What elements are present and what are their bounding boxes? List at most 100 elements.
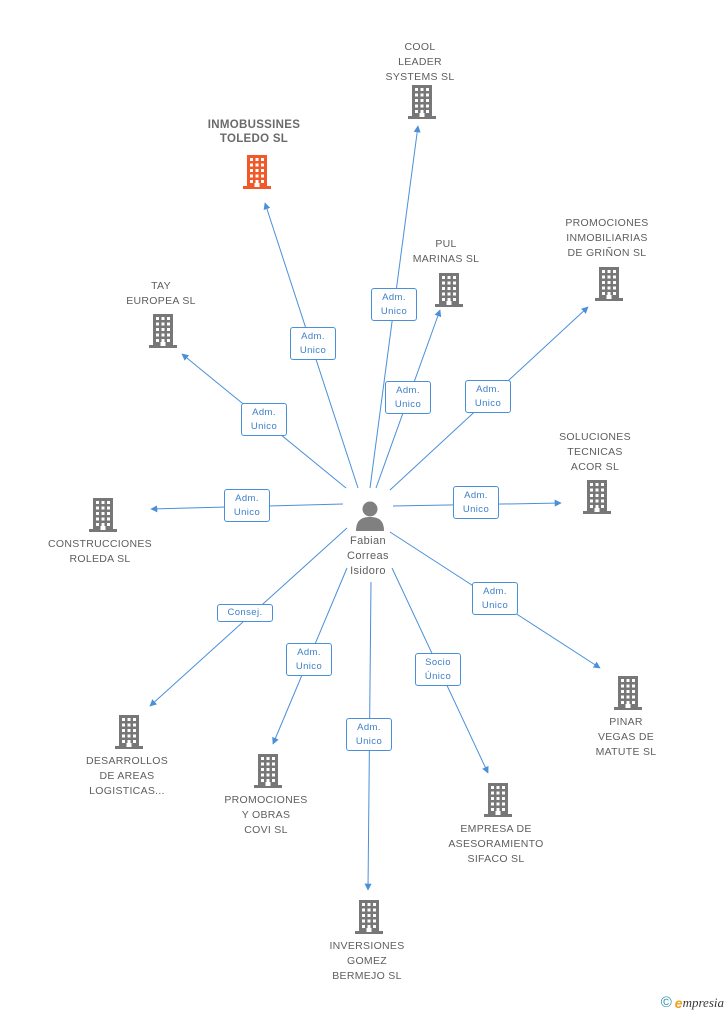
role-text: Adm. — [483, 585, 507, 597]
company-node-empresa[interactable] — [482, 783, 514, 817]
role-badge-promociones_covi[interactable]: Adm. Unico — [286, 642, 332, 676]
building-icon — [484, 783, 512, 817]
company-node-promociones_covi[interactable] — [252, 754, 284, 788]
role-text: Adm. — [301, 330, 325, 342]
role-text: Unico — [380, 305, 408, 317]
role-text: Unico — [355, 735, 383, 747]
company-name-line: ASESORAMIENTO — [448, 838, 544, 850]
building-icon — [408, 85, 436, 119]
company-name-empresa[interactable]: EMPRESA DE ASESORAMIENTO SIFACO SL — [426, 822, 566, 867]
company-name-construcciones[interactable]: CONSTRUCCIONES ROLEDA SL — [30, 537, 170, 567]
company-name-line: PROMOCIONES — [224, 794, 308, 806]
company-name-line: TOLEDO SL — [219, 133, 289, 145]
company-name-line: VEGAS DE — [597, 731, 655, 743]
brand-logo-initial: e — [674, 994, 683, 1011]
role-text: Unico — [394, 398, 422, 410]
role-text: Adm. — [382, 291, 406, 303]
footer-brand[interactable]: © e mpresia — [661, 994, 724, 1011]
company-name-line: GOMEZ — [346, 955, 387, 967]
company-name-line: Y OBRAS — [241, 809, 291, 821]
company-node-tay[interactable] — [147, 314, 179, 348]
role-text: Consej. — [227, 607, 263, 618]
company-name-promociones_covi[interactable]: PROMOCIONES Y OBRAS COVI SL — [196, 793, 336, 838]
company-name-line: TAY — [151, 280, 171, 292]
company-node-promociones_grinon[interactable] — [593, 267, 625, 301]
company-name-tay[interactable]: TAY EUROPEA SL — [91, 279, 231, 309]
role-text: Adm. — [235, 492, 259, 504]
building-icon — [614, 676, 642, 710]
person-name-line: Fabian — [349, 535, 387, 547]
role-text: Unico — [299, 344, 327, 356]
company-name-line: TECNICAS — [567, 446, 623, 458]
building-icon — [243, 155, 271, 189]
company-node-cool[interactable] — [406, 85, 438, 119]
role-badge-pinar[interactable]: Adm. Unico — [472, 581, 518, 615]
building-icon — [89, 498, 117, 532]
role-text: Adm. — [252, 406, 276, 418]
building-icon — [115, 715, 143, 749]
role-badge-pul[interactable]: Adm.Unico — [385, 380, 431, 414]
building-icon — [435, 273, 463, 307]
building-icon — [254, 754, 282, 788]
company-name-line: DE AREAS — [99, 770, 155, 782]
role-text: Adm. — [464, 489, 488, 501]
company-node-desarrollos[interactable] — [113, 715, 145, 749]
person-name-line: Isidoro — [350, 565, 386, 577]
company-name-line: PUL — [435, 238, 457, 250]
company-name-line: LOGISTICAS... — [89, 785, 165, 797]
company-name-line: SIFACO SL — [467, 853, 525, 865]
company-name-pul[interactable]: PUL MARINAS SL — [376, 237, 516, 267]
company-name-line: EUROPEA SL — [126, 295, 196, 307]
role-badge-tay[interactable]: Adm.Unico — [241, 402, 287, 436]
building-icon — [595, 267, 623, 301]
role-text: Unico — [462, 503, 490, 515]
company-name-line: INVERSIONES — [329, 940, 405, 952]
role-badge-desarrollos[interactable]: Consej. — [217, 604, 273, 622]
company-name-line: DE GRIÑON SL — [567, 247, 647, 259]
person-icon — [356, 501, 384, 531]
company-name-line: PINAR — [609, 716, 643, 728]
role-text: Unico — [295, 660, 323, 672]
company-name-line: DESARROLLOS — [85, 755, 169, 767]
role-text: Adm. — [297, 646, 321, 658]
company-node-inmobussines[interactable] — [241, 155, 273, 189]
company-node-soluciones[interactable] — [581, 480, 613, 514]
company-node-construcciones[interactable] — [87, 498, 119, 532]
role-badge-inmobussines[interactable]: Adm. Unico — [290, 326, 336, 360]
company-name-desarrollos[interactable]: DESARROLLOS DE AREAS LOGISTICAS... — [57, 754, 197, 799]
role-text: Socio — [425, 656, 451, 668]
person-node[interactable] — [352, 498, 388, 532]
person-name-line: Correas — [347, 550, 389, 562]
role-text: Unico — [481, 599, 509, 611]
company-name-line: INMOBUSSINES — [207, 119, 301, 131]
role-badge-promociones_grinon[interactable]: Adm.Unico — [465, 379, 511, 413]
company-name-line: ACOR SL — [570, 461, 620, 473]
company-name-line: INMOBILIARIAS — [566, 232, 648, 244]
company-name-line: ROLEDA SL — [69, 553, 131, 565]
role-badge-cool[interactable]: Adm. Unico — [371, 287, 417, 321]
company-name-pinar[interactable]: PINAR VEGAS DE MATUTE SL — [556, 715, 696, 760]
company-name-line: COVI SL — [244, 824, 288, 836]
company-name-line: CONSTRUCCIONES — [48, 538, 152, 550]
building-icon — [583, 480, 611, 514]
role-text: Adm. — [357, 721, 381, 733]
company-name-line: EMPRESA DE — [460, 823, 532, 835]
role-badge-soluciones[interactable]: Adm. Unico — [453, 485, 499, 519]
role-text: Adm. — [476, 383, 500, 395]
role-badge-construcciones[interactable]: Adm.Unico — [224, 488, 270, 522]
role-badge-inversiones[interactable]: Adm. Unico — [346, 717, 392, 751]
company-node-pul[interactable] — [433, 273, 465, 307]
company-name-soluciones[interactable]: SOLUCIONES TECNICAS ACOR SL — [525, 430, 665, 475]
company-node-pinar[interactable] — [612, 676, 644, 710]
company-name-line: MARINAS SL — [412, 253, 480, 265]
role-text: Único — [424, 670, 452, 682]
company-name-line: SOLUCIONES — [559, 431, 631, 443]
company-name-line: MATUTE SL — [595, 746, 657, 758]
building-icon — [355, 900, 383, 934]
company-name-inmobussines[interactable]: INMOBUSSINES TOLEDO SL — [184, 118, 324, 146]
company-node-inversiones[interactable] — [353, 900, 385, 934]
